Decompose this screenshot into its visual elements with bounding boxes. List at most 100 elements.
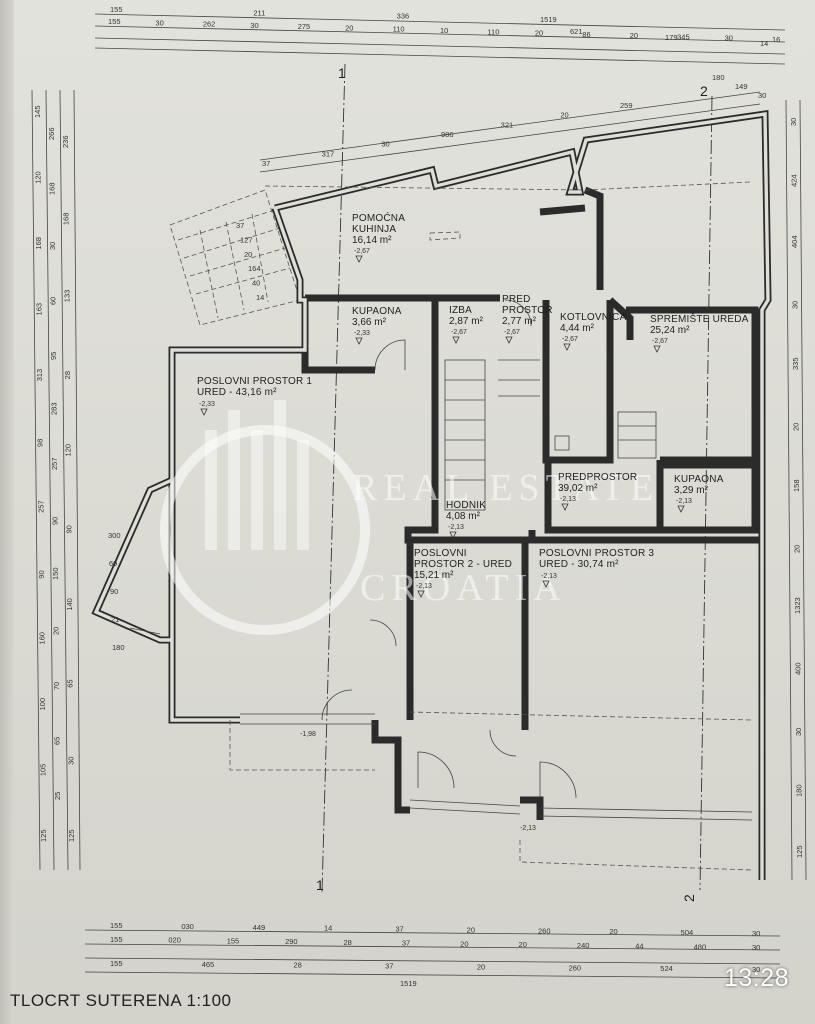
- dimension-label: 300: [108, 531, 121, 540]
- room-level: -2,13: [416, 583, 432, 590]
- dimension-label: 1519: [540, 15, 557, 24]
- room-level: -2,33: [354, 330, 370, 337]
- room-name-line: URED - 43,16 m²: [197, 387, 277, 398]
- room-name-line: URED - 30,74 m²: [539, 559, 619, 570]
- dimension-label: 1519: [400, 979, 417, 988]
- dimension-label: 127: [240, 235, 253, 244]
- dimension-label: 150: [51, 567, 60, 580]
- dimension-label: 180: [712, 73, 725, 82]
- right-dimension-lines: [785, 99, 807, 881]
- level-marker-icon: [417, 590, 425, 598]
- dimension-label: 14: [324, 924, 332, 933]
- dimension-label: 28: [293, 961, 301, 970]
- dimension-label: 262: [203, 20, 216, 29]
- room-area: 2,77 m²: [502, 316, 537, 327]
- level-marker-icon: [677, 505, 685, 513]
- dimension-label: 20: [792, 423, 801, 431]
- dimension-label: 28: [63, 371, 72, 379]
- dimension-label: 164: [248, 264, 261, 273]
- dimension-label: 100: [38, 698, 47, 711]
- internal-stairs: [444, 359, 657, 511]
- watermark-line1: REAL ESTATE: [352, 467, 659, 509]
- dimension-label: 260: [569, 963, 582, 972]
- dimension-label: 20: [477, 962, 485, 971]
- dimension-label: 155: [110, 5, 123, 14]
- dimension-label: 25: [53, 792, 62, 800]
- section-mark-bottom-1: 1: [316, 877, 324, 893]
- room-level: -2,67: [652, 338, 668, 345]
- level-marker-icon: [355, 337, 363, 345]
- room-level: -2,67: [504, 329, 520, 336]
- dimension-label: 65: [66, 679, 75, 687]
- dimension-label: 30: [752, 943, 760, 952]
- dimension-label: 10: [440, 26, 448, 35]
- dimension-label: 30: [752, 965, 760, 974]
- section-mark-top-1: 1: [338, 65, 346, 81]
- level-marker-icon: [505, 336, 513, 344]
- section-mark-top-2: 2: [700, 83, 708, 99]
- dimension-label: 30: [48, 242, 57, 250]
- dimension-label: 155: [110, 935, 123, 944]
- dimension-label: 180: [795, 784, 804, 797]
- dimension-label: 030: [181, 922, 194, 931]
- dimension-label: 20: [630, 31, 638, 40]
- dimension-label: 20: [609, 927, 617, 936]
- room-name-line: KUPAONA: [674, 474, 724, 485]
- windows: [129, 627, 753, 821]
- dimension-label: 260: [538, 926, 551, 935]
- dimension-label: 90: [110, 587, 118, 596]
- room-name-line: POSLOVNI: [414, 548, 467, 559]
- dimension-label: 37: [385, 962, 393, 971]
- dimension-label: 133: [62, 290, 71, 303]
- room-name-line: POSLOVNI PROSTOR 1: [197, 376, 312, 387]
- dimension-label: 336: [397, 12, 410, 21]
- room-area: 2,87 m²: [449, 316, 484, 327]
- dimension-label: 20: [467, 925, 475, 934]
- dimension-label: 283: [50, 402, 59, 415]
- dimension-label: 110: [393, 25, 405, 34]
- dimension-label: 155: [110, 959, 123, 968]
- room-name-line: IZBA: [449, 305, 472, 316]
- dimension-label: 168: [48, 182, 57, 195]
- dimension-label: 155: [108, 17, 121, 26]
- level-marker-icon: [561, 503, 569, 511]
- level-marker-icon: [449, 531, 457, 539]
- room-name-line: POMOĆNA: [352, 211, 405, 224]
- dimension-label: 20: [560, 111, 568, 120]
- dimension-label: 257: [50, 457, 59, 470]
- dimension-label: 125: [39, 829, 48, 842]
- watermark: REAL ESTATE CROATIA: [160, 400, 659, 635]
- dimension-label: 211: [253, 8, 265, 17]
- dimension-label: 524: [660, 964, 673, 973]
- dimension-label: 424: [790, 174, 799, 187]
- dimension-label: 160: [37, 632, 46, 645]
- dimension-label: 120: [64, 444, 73, 457]
- dimension-label: 504: [681, 928, 694, 937]
- dimension-label: 20: [345, 23, 353, 32]
- dimension-label: 86: [582, 30, 590, 39]
- top-dimension-lines: [94, 13, 786, 173]
- dimension-label: 986: [441, 130, 454, 139]
- dimension-label: 30: [155, 18, 163, 27]
- room-area: 39,02 m²: [558, 483, 598, 494]
- room-name-line: PROSTOR: [502, 305, 553, 316]
- dimension-label: 400: [794, 662, 803, 675]
- dimension-label: 14: [760, 39, 768, 48]
- walls: [91, 109, 772, 880]
- room-name-line: PROSTOR 2 - URED: [414, 559, 512, 570]
- dimension-label: 257: [36, 500, 45, 513]
- level-marker-icon: [653, 345, 661, 353]
- room-name-line: PREDPROSTOR: [558, 472, 637, 483]
- level-marker-icon: [542, 580, 550, 588]
- dimension-label: 37: [395, 925, 403, 934]
- dimension-label: 20: [52, 627, 61, 635]
- dimension-label: 60: [49, 297, 58, 305]
- dimension-label: 155: [110, 921, 123, 930]
- level-entrance-left: -1,98: [300, 731, 316, 738]
- dimension-label: 30: [758, 91, 766, 100]
